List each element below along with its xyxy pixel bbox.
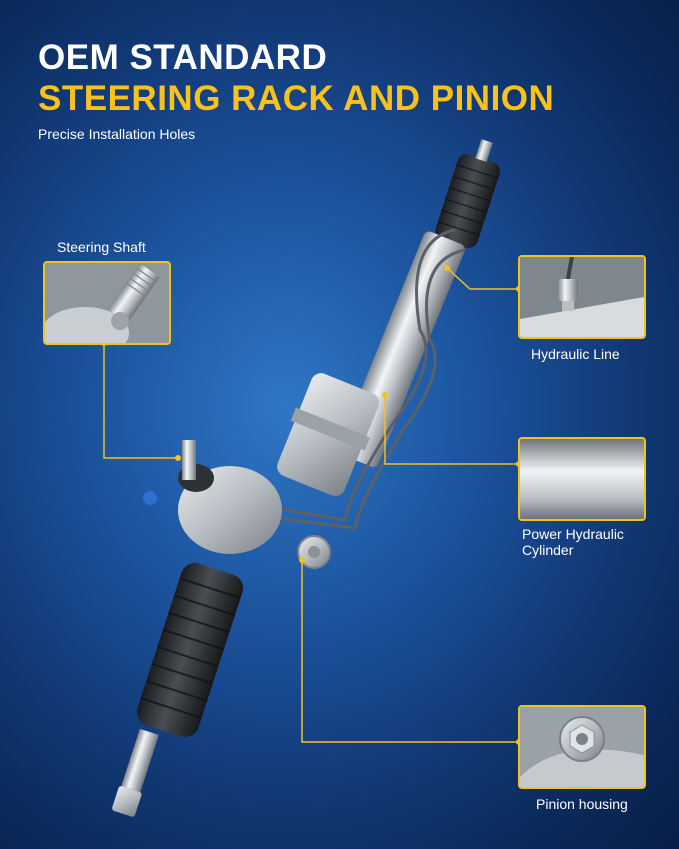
steering-shaft-label: Steering Shaft [57, 239, 146, 255]
steering-shaft-zoom [43, 261, 171, 345]
pinion-housing-zoom [518, 705, 646, 789]
pinion-housing-photo [520, 707, 644, 787]
title-line-1: OEM STANDARD [38, 38, 328, 77]
pinion-housing-label: Pinion housing [536, 796, 628, 812]
power-cylinder-photo [520, 439, 644, 519]
hydraulic-line-label: Hydraulic Line [531, 346, 620, 362]
power-cylinder-label: Power Hydraulic Cylinder [522, 526, 624, 558]
steering-shaft-photo [45, 263, 169, 343]
valve-body [143, 440, 331, 569]
cylinder-housing [277, 373, 380, 497]
upper-boot [435, 139, 500, 248]
hydraulic-line-photo [520, 257, 644, 337]
title-line-2: STEERING RACK AND PINION [38, 79, 555, 118]
hydraulic-pipes [249, 228, 466, 530]
power-cylinder-zoom [518, 437, 646, 521]
tie-rod-end [112, 728, 159, 817]
subtitle: Precise Installation Holes [38, 126, 196, 142]
lower-boot [136, 562, 244, 738]
hydraulic-line-zoom [518, 255, 646, 339]
